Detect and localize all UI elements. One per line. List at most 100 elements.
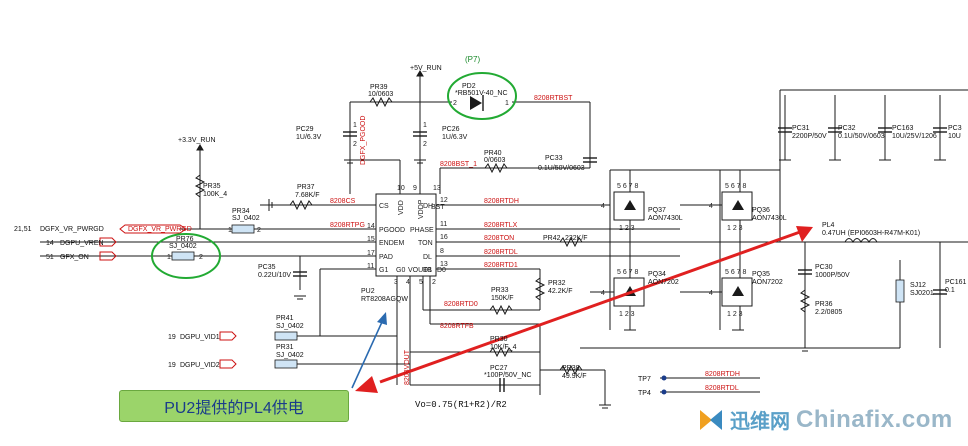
- component-labels: PR39 10/0603 (P7) PD2 *RB501V-40_NC PC29…: [169, 55, 967, 380]
- pr40-val: 0/0603: [484, 157, 506, 164]
- ic-pin-vout: VOUT: [408, 267, 428, 274]
- pq35-pins-s: 1 2 3: [727, 311, 743, 318]
- pd2-pin-k: 1: [505, 100, 509, 107]
- pq36-pins-d: 5 6 7 8: [725, 183, 747, 190]
- pr34-val: SJ_0402: [232, 215, 260, 222]
- pr33-ref: PR33: [491, 287, 509, 294]
- ic-pin-num-11r: 11: [440, 221, 447, 228]
- testpoint-labels: TP7 8208RTDH TP4 8208RTDL: [638, 371, 740, 397]
- pc31-ref: PC31: [792, 125, 810, 132]
- power-3v3-run: +3.3V_RUN: [178, 137, 216, 144]
- pr34-pin2: 2: [257, 227, 261, 234]
- ic-pin-ton: TON: [418, 240, 433, 247]
- pq34-pins-s: 1 2 3: [619, 311, 635, 318]
- pc30-val: 1000P/50V: [815, 272, 850, 279]
- pc30-ref: PC30: [815, 264, 833, 271]
- ic-pin-g1: G1: [379, 267, 388, 274]
- ic-pin-num-9: 9: [413, 185, 417, 192]
- net-8208rtd1: 8208RTD1: [484, 262, 518, 269]
- pq34-val: AON7202: [648, 279, 679, 286]
- watermark-en: Chinafix.com: [796, 405, 953, 433]
- port-name-vren: DGPU_VREN: [60, 240, 104, 247]
- callout-box: PU2提供的PL4供电: [119, 390, 349, 422]
- pr76-ref: PR76: [176, 236, 194, 243]
- net-8208bst1: 8208BST_1: [440, 161, 477, 168]
- net-8208vout: 8208VOUT: [404, 349, 411, 385]
- pc32-ref: PC32: [838, 125, 856, 132]
- pq35-pin-g: 4: [709, 290, 713, 297]
- red-arrow: [355, 226, 813, 393]
- ic-pin-fb: FB: [423, 267, 432, 274]
- pc29-pin2: 2: [353, 141, 357, 148]
- ic-pin-num-13t: 13: [433, 185, 441, 192]
- pr34-pin1: 1: [228, 227, 232, 234]
- net-8208rtdl: 8208RTDL: [484, 249, 518, 256]
- pq36-pins-s: 1 2 3: [727, 225, 743, 232]
- pr36-ref: PR36: [815, 301, 833, 308]
- ic-pin-num-8: 8: [440, 248, 444, 255]
- pq34-pin-g: 4: [601, 290, 605, 297]
- net-dgfx-pwrgd: DGFX_VR_PWRGD: [128, 226, 192, 233]
- pc27-val: *100P/50V_NC: [484, 372, 531, 379]
- port-name-vid2: DGPU_VID2: [180, 362, 220, 369]
- ic-pin-dh: DH: [423, 203, 433, 210]
- net-8208rtd0: 8208RTD0: [444, 301, 478, 308]
- pl4-val: 0.47UH (EPI0603H-R47M-K01): [822, 230, 920, 237]
- pr32-val: 42.2K/F: [548, 288, 573, 295]
- pd2-val: *RB501V-40_NC: [455, 90, 508, 97]
- ic-pin-d0: D0: [437, 267, 446, 274]
- pq35-val: AON7202: [752, 279, 783, 286]
- pc3x-val: 10U: [948, 133, 961, 140]
- pc26-ref: PC26: [442, 126, 460, 133]
- pc163-val: 10U/25V/1206: [892, 133, 937, 140]
- ic-labels: CS PGOOD ENDEM PAD G1 14 15 17 11 DH PHA…: [361, 185, 448, 303]
- tp7-net: 8208RTDH: [705, 371, 740, 378]
- pq35-ref: PQ35: [752, 271, 770, 278]
- pq37-ref: PQ37: [648, 207, 666, 214]
- pr42-ref: PR42: [543, 235, 561, 242]
- ic-pin-phase: PHASE: [410, 227, 434, 234]
- ic-body: [375, 193, 437, 277]
- pin-number-labels: 2 1 1 2 1 2 1 2 1 2 4 4 4 4 5 6 7 8 5 6 …: [167, 100, 747, 318]
- diode-pd2: [470, 95, 484, 111]
- pc163-ref: PC163: [892, 125, 914, 132]
- pr41-ref: PR41: [276, 315, 294, 322]
- pr36-val: 2.2/0805: [815, 309, 842, 316]
- ic-pin-vddp: VDDP: [418, 199, 425, 219]
- pc3x-ref: PC3: [948, 125, 962, 132]
- ic-ref: PU2: [361, 288, 375, 295]
- pc29-ref: PC29: [296, 126, 314, 133]
- pc161-ref: PC161: [945, 279, 967, 286]
- pl4-ref: PL4: [822, 222, 835, 229]
- ic-pin-num-12: 12: [440, 197, 448, 204]
- ic-pin-num-3: 3: [394, 279, 398, 286]
- pr37-val: 7.68K/F: [295, 192, 320, 199]
- pc26-val: 1U/6.3V: [442, 134, 468, 141]
- testpoint-dots: [661, 375, 667, 395]
- port-sheet-vid1: 19: [168, 334, 176, 341]
- ic-pin-dl: DL: [423, 254, 432, 261]
- ic-pin-num-15: 15: [367, 236, 375, 243]
- highlight-pd2: [447, 72, 517, 120]
- pc29-pin1: 1: [353, 122, 357, 129]
- net-8208ton: 8208TON: [484, 235, 514, 242]
- pc33-ref: PC33: [545, 155, 563, 162]
- watermark-cn: 迅维网: [730, 409, 790, 433]
- highlight-pr76: [151, 233, 221, 279]
- pr32-ref: PR32: [548, 280, 566, 287]
- pr35-val: 100K_4: [203, 191, 227, 198]
- pr38-val: 49.9K/F: [562, 373, 587, 380]
- capacitors: [293, 127, 947, 392]
- ic-pin-num-4: 4: [406, 279, 410, 286]
- watermark: 迅维网 Chinafix.com: [690, 398, 968, 441]
- pr76-pin1: 1: [167, 254, 171, 261]
- pq36-ref: PQ36: [752, 207, 770, 214]
- pr38-ref: PR38: [562, 365, 580, 372]
- pq37-pins-s: 1 2 3: [619, 225, 635, 232]
- tp4-net: 8208RTDL: [705, 385, 739, 392]
- pd2-ref: PD2: [462, 83, 476, 90]
- pc35-ref: PC35: [258, 264, 276, 271]
- net-8208rtpg: 8208RTPG: [330, 222, 365, 229]
- pc26-pin2: 2: [423, 141, 427, 148]
